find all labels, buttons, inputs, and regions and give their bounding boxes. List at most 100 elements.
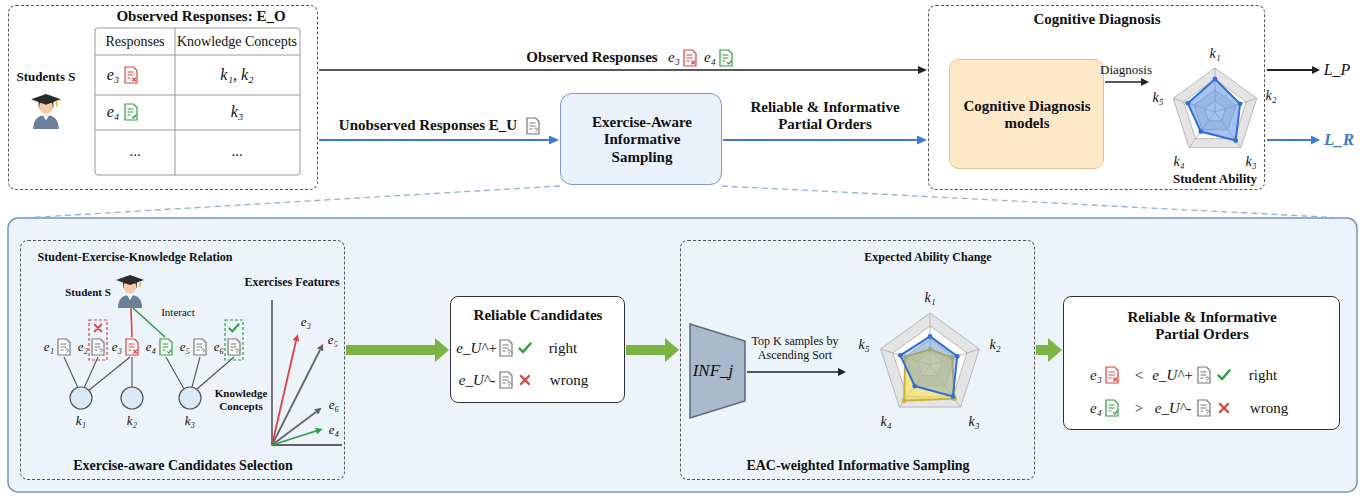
node-text: Reliable Candidates bbox=[474, 307, 603, 324]
text-label: Student S bbox=[65, 286, 111, 299]
node-fill bbox=[450, 296, 625, 403]
text-label: e₂ bbox=[78, 340, 88, 355]
doc-icon bbox=[125, 104, 137, 120]
text-label: k₄ bbox=[880, 414, 891, 430]
knowledge-circle bbox=[121, 387, 143, 409]
radar-chart bbox=[1185, 101, 1190, 106]
node-text: > bbox=[1135, 400, 1143, 417]
doc-icon bbox=[1106, 367, 1118, 383]
radar-chart bbox=[1233, 138, 1238, 143]
node-text: e₃ bbox=[1090, 367, 1102, 384]
radar-chart bbox=[1173, 68, 1257, 148]
prediction-box bbox=[89, 320, 107, 360]
edge-label: Reliable & Informative Partial Orders bbox=[738, 99, 913, 134]
edge-label: Unobserved Responses E_U bbox=[339, 117, 517, 134]
text-label: e₄ bbox=[329, 423, 339, 438]
radar-chart bbox=[881, 313, 980, 407]
node-text: Reliable & Informative Partial Orders bbox=[1107, 309, 1297, 344]
doc-icon bbox=[58, 339, 70, 355]
text-label: Knowledge Concepts bbox=[212, 387, 270, 412]
doc-icon bbox=[194, 339, 206, 355]
edge-label: Observed Responses bbox=[526, 49, 657, 66]
node-text: Exercise-Aware Informative Sampling bbox=[572, 114, 712, 166]
text-label: k₁, k₂ bbox=[220, 66, 253, 84]
node-fill bbox=[560, 93, 722, 185]
text-label: L_R bbox=[1324, 130, 1354, 150]
connector-arrow bbox=[626, 345, 665, 355]
radar-chart bbox=[1198, 129, 1203, 134]
table-grid bbox=[95, 28, 300, 175]
text-label: Student-Exercise-Knowledge Relation bbox=[38, 251, 233, 265]
prediction-box bbox=[225, 320, 243, 360]
doc-icon bbox=[1106, 400, 1118, 416]
doc-icon bbox=[500, 372, 512, 388]
node-text: Observed Responses: E_O bbox=[116, 8, 285, 25]
diagnosis-arrow bbox=[1105, 81, 1141, 83]
radar-chart bbox=[1188, 79, 1240, 140]
inf-trapezoid: INF_j bbox=[689, 323, 746, 419]
node-text: EAC-weighted Informative Sampling bbox=[746, 458, 969, 474]
table-grid bbox=[95, 28, 300, 175]
text-label: Students S bbox=[17, 70, 76, 85]
relation-line bbox=[64, 357, 234, 391]
feature-vector bbox=[272, 350, 320, 445]
interact-line bbox=[131, 308, 132, 337]
sampling-panel: EAC-weighted Informative Sampling INF_j bbox=[680, 240, 1035, 480]
node-text: Exercise-aware Candidates Selection bbox=[73, 458, 293, 474]
text-label: ... bbox=[129, 143, 140, 160]
connector-arrow bbox=[723, 139, 917, 141]
text-label: k₁ bbox=[1209, 46, 1220, 62]
text-label: e₃ bbox=[301, 315, 311, 330]
candidates-box: Reliable Candidatese_U^+righte_U^-wrong bbox=[450, 296, 625, 403]
student-icon bbox=[31, 94, 61, 129]
knowledge-circle bbox=[70, 387, 201, 409]
cross-mark bbox=[521, 376, 529, 384]
radar-chart bbox=[1238, 101, 1243, 106]
cross-mark bbox=[1220, 404, 1228, 412]
doc-icon bbox=[228, 339, 240, 355]
text-label: k₃ bbox=[231, 103, 244, 121]
text-label: k₁ bbox=[924, 290, 935, 306]
text-label: k₃ bbox=[185, 414, 195, 429]
text-label: e₅ bbox=[328, 333, 338, 348]
plot-axis bbox=[272, 300, 342, 445]
text-label: k₄ bbox=[1173, 154, 1184, 170]
doc-icon bbox=[1198, 367, 1210, 383]
text-label: Diagnosis bbox=[1100, 63, 1152, 78]
trapezoid-shape bbox=[690, 324, 745, 418]
text-label: e₄ bbox=[146, 340, 156, 355]
table-grid bbox=[95, 28, 300, 175]
check-mark bbox=[229, 324, 238, 331]
node-text: e₄ bbox=[1090, 400, 1102, 417]
doc-icon bbox=[1198, 400, 1210, 416]
text-label: k₅ bbox=[1152, 90, 1163, 106]
node-text: e_U^+ bbox=[1152, 367, 1193, 384]
text-label: k₂ bbox=[127, 414, 137, 429]
text-label: e₃ bbox=[112, 340, 122, 355]
text-label: k₂ bbox=[989, 337, 1000, 353]
doc-icon bbox=[684, 50, 696, 66]
text-label: k₅ bbox=[858, 337, 869, 353]
bottom-panel bbox=[8, 218, 1357, 492]
text-label: Interact bbox=[161, 306, 195, 319]
radar-chart bbox=[955, 354, 960, 359]
radar-chart bbox=[900, 336, 957, 396]
node-text: e_U^+ bbox=[456, 340, 497, 357]
connector-arrow bbox=[1036, 345, 1048, 355]
connector-arrow bbox=[319, 139, 549, 141]
radar-chart bbox=[951, 394, 956, 399]
text-label: Expected Ability Change bbox=[864, 251, 991, 265]
check-mark bbox=[1219, 371, 1230, 380]
text-label: e₁ bbox=[44, 340, 54, 355]
feature-vector bbox=[272, 412, 316, 445]
doc-icon bbox=[527, 118, 539, 134]
node-text: Cognitive Diagnosis bbox=[1033, 11, 1160, 28]
knowledge-circle bbox=[70, 387, 92, 409]
model-box: Cognitive Diagnosis models bbox=[949, 59, 1104, 169]
text-label: e₃ bbox=[107, 66, 120, 84]
check-mark bbox=[520, 344, 531, 353]
doc-icon bbox=[160, 339, 172, 355]
doc-icon bbox=[126, 339, 138, 355]
process-box: Exercise-Aware Informative Sampling bbox=[560, 93, 722, 185]
